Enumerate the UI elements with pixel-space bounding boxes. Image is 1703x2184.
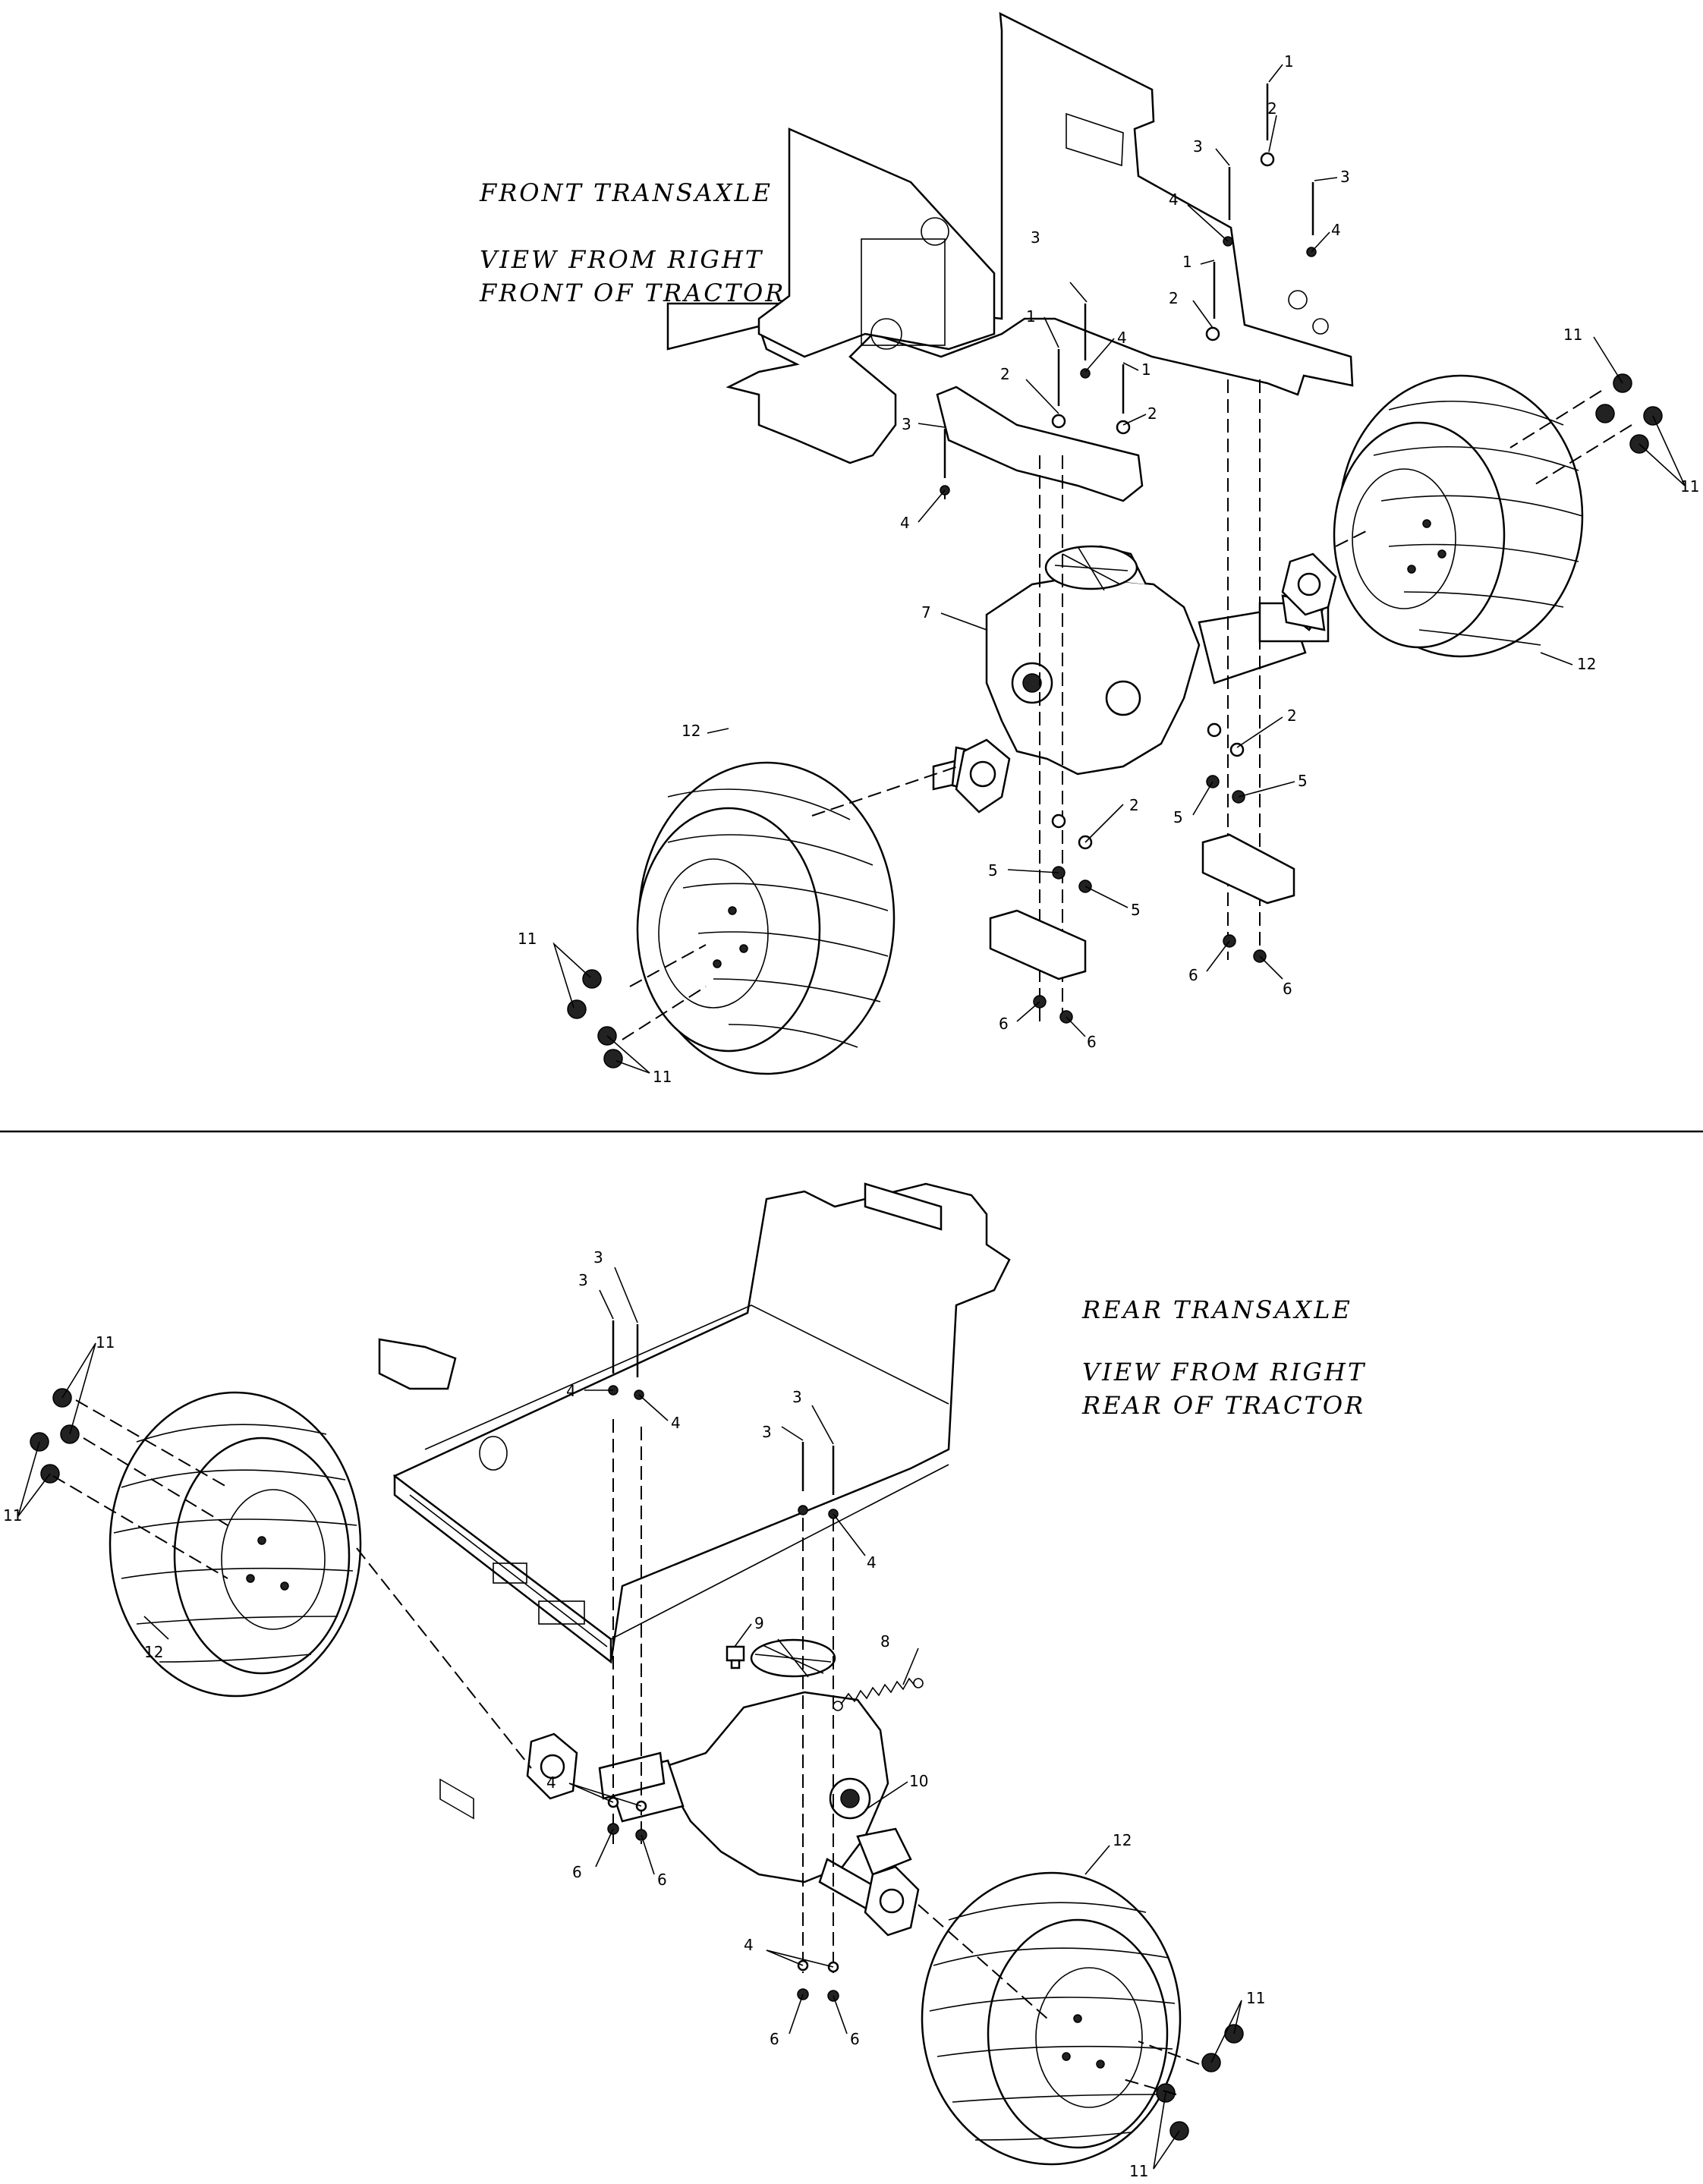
- svg-text:6: 6: [850, 2030, 860, 2048]
- svg-text:1: 1: [1284, 52, 1294, 71]
- svg-text:3: 3: [1031, 228, 1040, 247]
- svg-text:9: 9: [754, 1614, 764, 1632]
- svg-text:5: 5: [988, 861, 998, 880]
- front-hub-right: [1281, 552, 1337, 616]
- front-transaxle-title: FRONT TRANSAXLE: [480, 178, 773, 207]
- front-callouts: 1 2 3 3 4 4 1 2 3 1 2 4 1 2 3 4 7 2 5 5 …: [518, 52, 1699, 1086]
- svg-text:5: 5: [1298, 772, 1308, 790]
- front-hub-left: [955, 738, 1011, 813]
- svg-text:3: 3: [1193, 137, 1203, 156]
- svg-text:2: 2: [1267, 99, 1277, 118]
- rear-callouts: 3 3 4 4 3 3 4 9 8 10 4 6 6 4 6 6 12 12 1…: [3, 1248, 1265, 2180]
- svg-text:10: 10: [909, 1772, 928, 1790]
- front-wheel-left: [636, 761, 896, 1075]
- rear-frame: [378, 1182, 1011, 1820]
- svg-text:4: 4: [867, 1553, 877, 1572]
- svg-text:11: 11: [1246, 1989, 1265, 2007]
- svg-text:6: 6: [572, 1863, 582, 1881]
- svg-text:11: 11: [1563, 326, 1582, 344]
- svg-text:4: 4: [1117, 329, 1127, 347]
- front-wheel-right: [1333, 374, 1584, 658]
- rear-transaxle: [606, 1638, 912, 1883]
- svg-text:7: 7: [921, 603, 931, 622]
- svg-text:2: 2: [1000, 365, 1010, 383]
- svg-text:5: 5: [1131, 901, 1141, 919]
- svg-text:2: 2: [1169, 289, 1179, 307]
- svg-text:3: 3: [792, 1388, 802, 1406]
- rear-assembly-lines: [52, 1399, 1200, 2095]
- svg-text:11: 11: [518, 930, 537, 948]
- rear-wheel-left: [109, 1391, 362, 1698]
- rear-transaxle-title: REAR TRANSAXLE: [1082, 1295, 1352, 1324]
- svg-text:4: 4: [1169, 190, 1179, 209]
- rear-plug: [726, 1645, 745, 1669]
- svg-text:6: 6: [1087, 1033, 1097, 1051]
- svg-text:3: 3: [593, 1248, 603, 1267]
- svg-text:8: 8: [880, 1632, 890, 1651]
- rear-axles: [598, 1751, 882, 1914]
- svg-text:4: 4: [671, 1414, 681, 1432]
- svg-text:3: 3: [762, 1423, 772, 1441]
- svg-text:2: 2: [1147, 404, 1157, 423]
- svg-text:5: 5: [1173, 808, 1183, 826]
- svg-text:6: 6: [770, 2030, 779, 2048]
- svg-text:12: 12: [1577, 655, 1596, 673]
- svg-text:11: 11: [1680, 477, 1699, 496]
- svg-text:12: 12: [144, 1643, 163, 1661]
- svg-text:4: 4: [1331, 221, 1341, 239]
- svg-text:12: 12: [1113, 1831, 1132, 1849]
- svg-text:4: 4: [546, 1773, 556, 1792]
- front-frame-plate: [666, 11, 1354, 502]
- svg-text:4: 4: [744, 1936, 754, 1954]
- svg-text:3: 3: [578, 1271, 588, 1289]
- front-transaxle: [985, 545, 1330, 776]
- svg-text:2: 2: [1129, 796, 1139, 814]
- svg-text:11: 11: [3, 1506, 22, 1525]
- svg-text:11: 11: [1129, 2162, 1148, 2180]
- front-assembly-lines: [622, 379, 1632, 1040]
- svg-text:3: 3: [1340, 168, 1350, 186]
- svg-text:1: 1: [1182, 253, 1192, 271]
- svg-text:3: 3: [902, 415, 911, 433]
- svg-text:1: 1: [1141, 360, 1151, 379]
- rear-wheel-right: [921, 1871, 1182, 2166]
- svg-text:12: 12: [682, 722, 700, 740]
- svg-text:6: 6: [657, 1871, 667, 1889]
- svg-text:6: 6: [1188, 966, 1198, 984]
- svg-text:11: 11: [653, 1068, 672, 1086]
- svg-text:1: 1: [1026, 307, 1036, 326]
- svg-text:6: 6: [1283, 980, 1292, 998]
- svg-text:2: 2: [1287, 706, 1297, 725]
- svg-text:4: 4: [566, 1382, 576, 1400]
- svg-text:11: 11: [96, 1333, 115, 1352]
- rear-spring: [833, 1677, 924, 1711]
- front-mount-brackets: [989, 833, 1295, 1024]
- svg-text:6: 6: [999, 1015, 1009, 1033]
- svg-text:4: 4: [900, 514, 910, 532]
- rear-hub-right: [864, 1865, 920, 1937]
- rear-hub-left: [526, 1732, 578, 1800]
